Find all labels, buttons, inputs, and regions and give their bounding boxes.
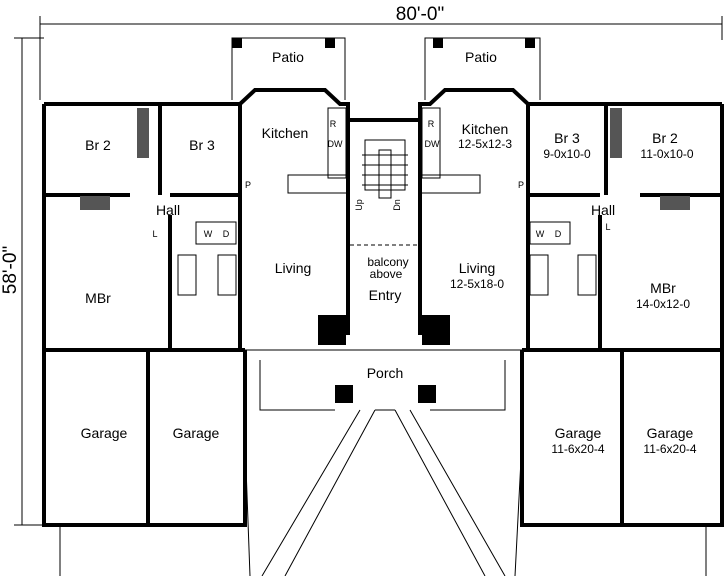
left-garage1-label: Garage [81, 425, 128, 441]
left-dryer: D [223, 229, 230, 239]
right-washer: W [536, 229, 545, 239]
right-hall-label: Hall [591, 202, 615, 218]
left-kitchen-label: Kitchen [262, 125, 309, 141]
patios [231, 37, 541, 100]
left-living-label: Living [275, 260, 312, 276]
left-dishwasher: DW [328, 139, 343, 149]
right-garage2-size: 11-6x20-4 [643, 442, 696, 456]
balcony-label-1: balcony [367, 255, 408, 269]
left-pantry: P [245, 180, 251, 190]
right-kitchen-label: Kitchen [462, 121, 509, 137]
width-dimension: 80'-0" [396, 4, 444, 25]
right-living-label: Living [459, 260, 496, 276]
driveway [59, 409, 707, 576]
right-mbr-size: 14-0x12-0 [636, 297, 690, 311]
right-garage1-label: Garage [555, 425, 602, 441]
right-mbr-label: MBr [650, 280, 676, 296]
dimension-lines [14, 16, 723, 526]
left-patio-label: Patio [272, 49, 304, 65]
left-linen: L [152, 229, 157, 239]
right-living-size: 12-5x18-0 [450, 277, 504, 291]
right-dryer: D [555, 229, 562, 239]
right-garage2-label: Garage [647, 425, 694, 441]
right-br3-size: 9-0x10-0 [543, 147, 591, 161]
porch-label: Porch [367, 365, 404, 381]
right-br3-label: Br 3 [554, 130, 580, 146]
depth-dimension: 58'-0" [0, 246, 21, 294]
left-mbr-label: MBr [85, 290, 111, 306]
balcony-label-2: above [370, 267, 403, 281]
right-garage1-size: 11-6x20-4 [551, 442, 604, 456]
left-washer: W [204, 229, 213, 239]
right-linen: L [605, 222, 610, 232]
right-pantry: P [518, 180, 524, 190]
right-dishwasher: DW [425, 139, 440, 149]
left-refrigerator: R [330, 119, 337, 129]
right-patio-label: Patio [465, 49, 497, 65]
right-kitchen-size: 12-5x12-3 [458, 137, 512, 151]
left-br2-label: Br 2 [85, 137, 111, 153]
entry-label: Entry [369, 287, 402, 303]
right-br2-label: Br 2 [652, 130, 678, 146]
left-hall-label: Hall [156, 202, 180, 218]
left-garage2-label: Garage [173, 425, 220, 441]
left-br3-label: Br 3 [189, 137, 215, 153]
kitchen-counters [80, 107, 690, 403]
right-refrigerator: R [428, 119, 435, 129]
stairs-down-label: Dn [392, 199, 402, 211]
right-br2-size: 11-0x10-0 [640, 147, 693, 161]
walls [42, 88, 724, 527]
stairs-up-label: Up [354, 199, 364, 211]
stairs [362, 139, 408, 199]
